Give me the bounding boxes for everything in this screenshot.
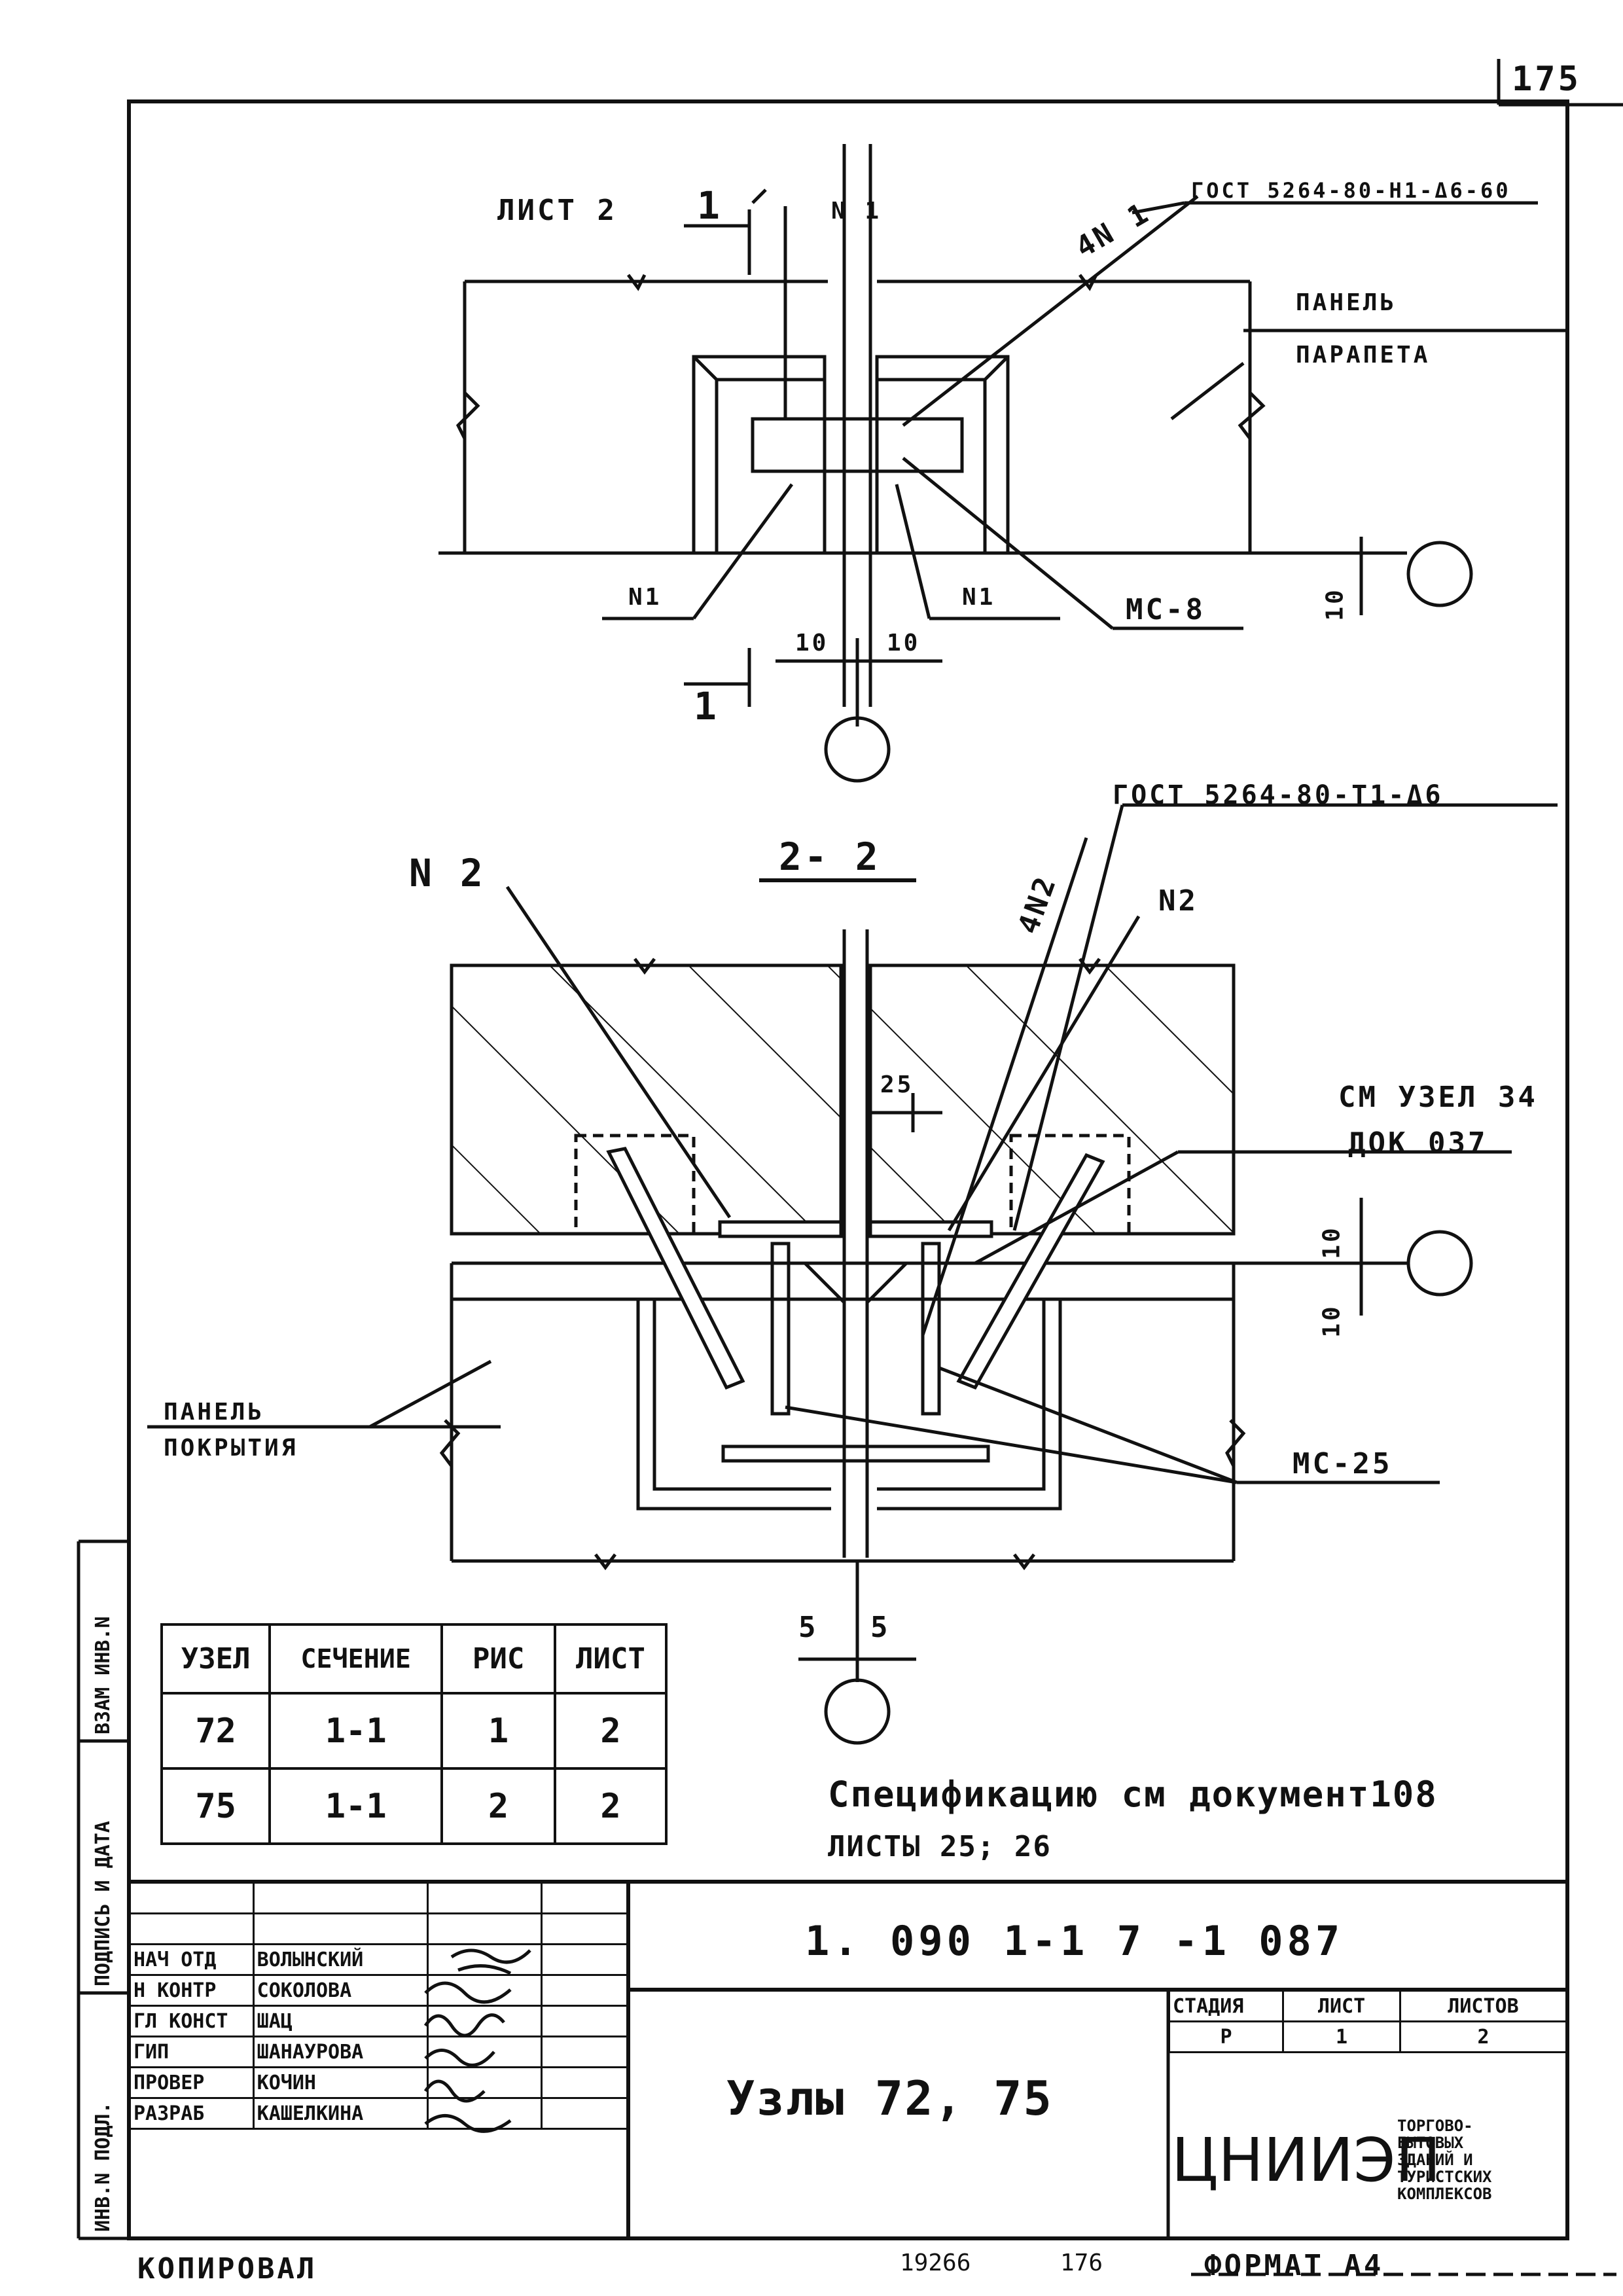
node-table-header: РИС <box>440 1623 557 1695</box>
side-label-inv: ИНВ.N ПОДЛ. <box>92 2102 115 2232</box>
section-n2-left: N 2 <box>409 851 486 895</box>
plan-n1-top: N 1 <box>831 198 882 224</box>
spec-note-line2: ЛИСТЫ 25; 26 <box>828 1830 1052 1863</box>
name-cell: КОЧИН <box>252 2066 429 2099</box>
section-dim-10-b: 10 <box>1318 1304 1346 1338</box>
org-desc-line: ЗДАНИЙ И <box>1397 2151 1473 2169</box>
org-description: ТОРГОВО- БЫТОВЫХ ЗДАНИЙ И ТУРИСТСКИХ КОМ… <box>1397 2117 1564 2202</box>
node-table-header: УЗЕЛ <box>160 1623 272 1695</box>
role-cell: РАЗРАБ <box>129 2097 255 2130</box>
drawing-title: Узлы 72, 75 <box>726 2071 1053 2126</box>
node-table-header: ЛИСТ <box>554 1623 668 1695</box>
axis-bubble-plan-bottom <box>824 716 891 783</box>
name-cell: СОКОЛОВА <box>252 1974 429 2007</box>
node-table-cell: 2 <box>440 1767 557 1845</box>
section-panel-label-2: ПОКРЫТИЯ <box>164 1435 298 1462</box>
footer-num1: 19266 <box>900 2250 971 2276</box>
axis-bubble-plan-right <box>1406 541 1473 607</box>
node-table: УЗЕЛ СЕЧЕНИЕ РИС ЛИСТ 72 1-1 1 2 75 1-1 … <box>160 1623 668 1845</box>
plan-dim-10-left: 10 <box>795 630 829 656</box>
node-table-cell: 1 <box>440 1692 557 1770</box>
name-cell: ШАНАУРОВА <box>252 2036 429 2068</box>
role-cell: ПРОВЕР <box>129 2066 255 2099</box>
node-table-cell: 75 <box>160 1767 272 1845</box>
role-cell: НАЧ ОТД <box>129 1943 255 1976</box>
plan-section-mark-bottom: 1 <box>694 684 719 728</box>
section-dim-5-left: 5 <box>798 1611 819 1644</box>
footer-copied: КОПИРОВАЛ <box>137 2252 317 2286</box>
footer-num2: 176 <box>1060 2250 1103 2276</box>
plan-dim-10-right: 10 <box>887 630 921 656</box>
sheets-value: 2 <box>1399 2020 1568 2053</box>
section-ref-node: СМ УЗЕЛ 34 <box>1338 1081 1538 1114</box>
name-cell: ШАЦ <box>252 2005 429 2037</box>
plan-view <box>438 144 1567 783</box>
name-cell: ВОЛЫНСКИЙ <box>252 1943 429 1976</box>
sheet-value: 1 <box>1282 2020 1401 2053</box>
section-dim-5-right: 5 <box>870 1611 891 1644</box>
page-number: 175 <box>1512 60 1581 99</box>
node-table-header: СЕЧЕНИЕ <box>268 1623 444 1695</box>
plan-n1-right: N1 <box>962 584 996 611</box>
plan-panel-label-1: ПАНЕЛЬ <box>1296 289 1397 316</box>
side-label-vzam: ВЗАМ ИНВ.N <box>92 1616 115 1734</box>
section-gost: ГОСТ 5264-80-Т1-Δ6 <box>1113 780 1444 810</box>
name-cell: КАШЕЛКИНА <box>252 2097 429 2130</box>
section-ref-doc: ДОК 037 <box>1348 1126 1488 1160</box>
axis-bubble-section-right <box>1406 1230 1473 1297</box>
axis-bubble-section-bottom <box>824 1678 891 1745</box>
org-desc-line: ТУРИСТСКИХ <box>1397 2168 1492 2186</box>
stage-header: СТАДИЯ <box>1168 1990 1285 2022</box>
plan-n1-left: N1 <box>628 584 662 611</box>
section-panel-label-1: ПАНЕЛЬ <box>164 1399 265 1426</box>
sheet-frame <box>127 99 1569 2240</box>
sheets-header: ЛИСТОВ <box>1399 1990 1568 2022</box>
plan-section-mark-top: 1 <box>697 183 722 228</box>
section-dim-10-a: 10 <box>1318 1225 1346 1259</box>
node-table-cell: 1-1 <box>268 1692 444 1770</box>
plan-mc8: МС-8 <box>1126 593 1205 626</box>
sheet-header: ЛИСТ <box>1282 1990 1401 2022</box>
section-n2-right: N2 <box>1158 884 1198 918</box>
side-label-podpis: ПОДПИСЬ И ДАТА <box>92 1821 115 1986</box>
plan-panel-label-2: ПАРАПЕТА <box>1296 342 1431 368</box>
section-mc25: МС-25 <box>1293 1447 1393 1480</box>
section-view <box>147 803 1558 1745</box>
node-table-row: 72 1-1 1 2 <box>160 1692 668 1770</box>
role-cell: ГЛ КОНСТ <box>129 2005 255 2037</box>
doc-code: 1. 090 1-1 7 -1 087 <box>805 1917 1344 1965</box>
plan-sheet-ref: ЛИСТ 2 <box>497 194 617 227</box>
section-dim-25: 25 <box>880 1071 914 1098</box>
spec-note-line1: Спецификацию см документ108 <box>828 1774 1438 1815</box>
plan-gost: ГОСТ 5264-80-Н1-Δ6-60 <box>1191 178 1511 203</box>
role-cell: Н КОНТР <box>129 1974 255 2007</box>
section-title: 2- 2 <box>779 834 881 879</box>
stage-value: Р <box>1168 2020 1285 2053</box>
org-desc-line: БЫТОВЫХ <box>1397 2134 1464 2152</box>
node-table-row: 75 1-1 2 2 <box>160 1767 668 1845</box>
plate-mc8 <box>751 417 964 473</box>
node-table-cell: 1-1 <box>268 1767 444 1845</box>
org-desc-line: ТОРГОВО- <box>1397 2117 1473 2135</box>
node-table-cell: 2 <box>554 1767 668 1845</box>
role-cell: ГИП <box>129 2036 255 2068</box>
stage-table: СТАДИЯ ЛИСТ ЛИСТОВ Р 1 2 <box>1168 1990 1568 2053</box>
org-desc-line: КОМПЛЕКСОВ <box>1397 2185 1492 2203</box>
org-name: ЦНИИЭП <box>1171 2125 1441 2195</box>
node-table-cell: 72 <box>160 1692 272 1770</box>
node-table-cell: 2 <box>554 1692 668 1770</box>
footer-format: ФОРМАТ А4 <box>1204 2249 1384 2282</box>
plan-dim-10-vert: 10 <box>1321 587 1349 621</box>
